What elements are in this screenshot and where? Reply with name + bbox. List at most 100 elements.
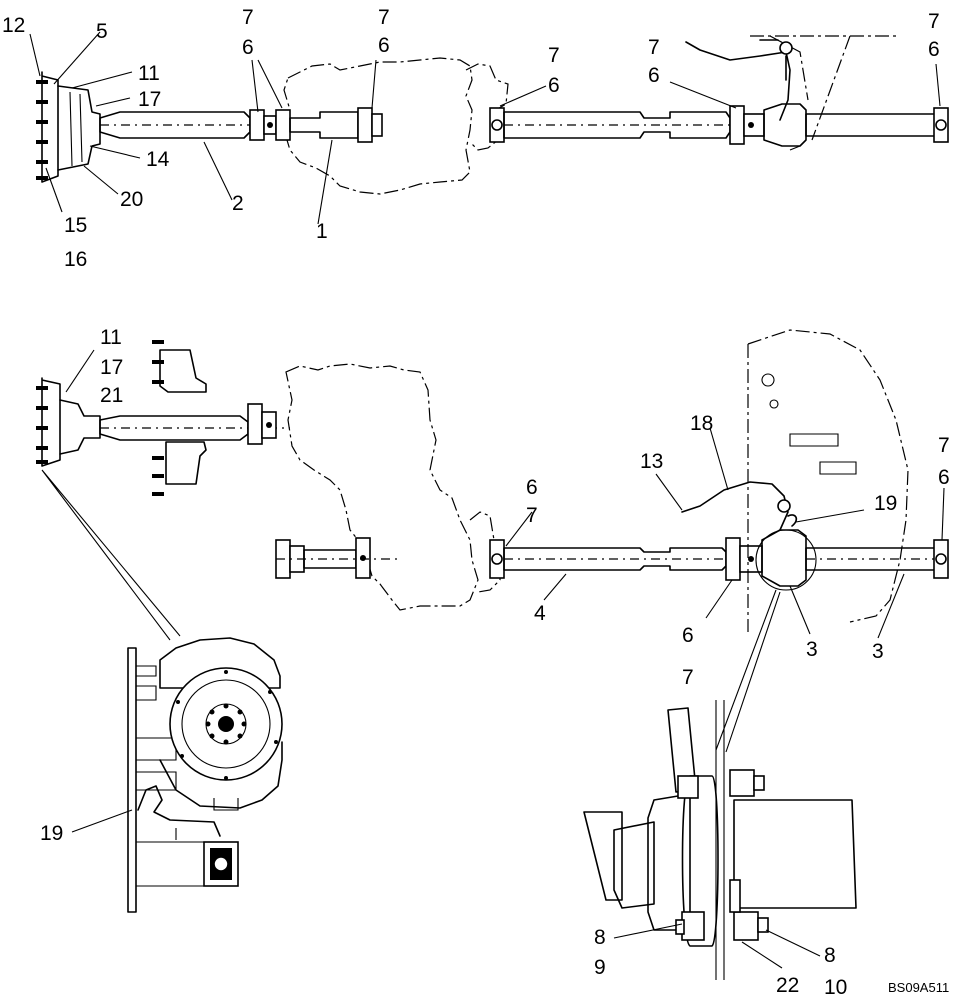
label-7-top-a: 7 <box>242 6 254 29</box>
brake-mount-wedge <box>583 811 623 901</box>
parking-brake-detail-view <box>583 589 857 980</box>
flywheel-bolts-middle <box>36 386 48 464</box>
label-5: 5 <box>96 20 108 43</box>
label-7-middle: 7 <box>526 504 538 527</box>
flywheel-backing-tabs <box>136 665 177 791</box>
label-19-middle: 19 <box>874 492 897 515</box>
label-18: 18 <box>690 412 713 435</box>
label-8-left: 8 <box>594 926 606 949</box>
u-joint-middle-f <box>933 539 949 579</box>
sensor-wire-18 <box>681 481 789 531</box>
label-6-middle: 6 <box>526 476 538 499</box>
label-7-middle-right: 7 <box>938 434 950 457</box>
label-21: 21 <box>100 384 123 407</box>
label-11-top: 11 <box>138 62 160 85</box>
transmission-outline-middle <box>285 363 479 611</box>
mounting-guide-lines <box>136 841 204 887</box>
flywheel-plate-top <box>41 71 59 183</box>
u-joint-top-a <box>249 109 291 141</box>
flywheel-housing-front <box>159 637 281 689</box>
label-6-top-a: 6 <box>242 36 254 59</box>
label-13: 13 <box>640 450 663 473</box>
brake-bolts <box>675 769 769 941</box>
frame-outline-middle <box>747 329 909 632</box>
label-14: 14 <box>146 148 170 171</box>
flywheel-housing-lower <box>159 741 283 809</box>
sensor-bracket-top <box>759 39 787 81</box>
u-joint-middle-e <box>725 537 763 581</box>
speed-sensor-face <box>213 856 229 872</box>
sensor-clip-19 <box>787 514 798 527</box>
label-8-right: 8 <box>824 944 836 967</box>
flywheel-backing-plate <box>127 647 137 913</box>
callout-labels: 12 5 11 17 14 20 15 16 2 7 6 1 7 6 7 6 7… <box>2 6 950 999</box>
label-6-top-c: 6 <box>548 74 560 97</box>
u-joint-middle-c <box>355 537 371 579</box>
bracket-upper <box>159 349 207 393</box>
sensor-connector-middle <box>777 499 791 513</box>
u-joint-top-e <box>933 107 949 143</box>
detail-guide-vertical <box>715 700 725 980</box>
label-6-top-e: 6 <box>928 38 940 61</box>
sensor-connector-top <box>779 41 793 55</box>
label-7-top-e: 7 <box>928 10 940 33</box>
u-joint-middle-a <box>247 403 277 445</box>
label-15: 15 <box>64 214 87 237</box>
label-22: 22 <box>776 974 799 997</box>
label-4: 4 <box>534 602 546 625</box>
detail-callout-circle <box>755 529 817 591</box>
label-6-lower: 6 <box>682 624 694 647</box>
frame-slots <box>789 433 857 475</box>
label-20: 20 <box>120 188 143 211</box>
parking-brake-top <box>763 103 807 147</box>
bracket-upper-bolts <box>152 340 164 384</box>
label-16: 16 <box>64 248 87 271</box>
drawing-code: BS09A511 <box>888 980 949 995</box>
flywheel-housing-lower-tab <box>213 798 239 811</box>
bracket-lower-bolts <box>152 456 164 496</box>
label-17-middle: 17 <box>100 356 123 379</box>
label-7-top-d: 7 <box>648 36 660 59</box>
label-3-b: 3 <box>872 640 884 663</box>
label-12: 12 <box>2 14 25 37</box>
label-7-top-b: 7 <box>378 6 390 29</box>
label-2: 2 <box>232 192 244 215</box>
frame-hole-a <box>761 373 775 387</box>
middle-assembly-view <box>36 329 949 632</box>
parking-brake-middle <box>761 529 807 587</box>
label-11-middle: 11 <box>100 326 122 349</box>
label-3-a: 3 <box>806 638 818 661</box>
frame-hole-b <box>769 399 779 409</box>
detail-lead-lines-right <box>715 589 781 753</box>
label-10: 10 <box>824 976 847 999</box>
flywheel-center <box>218 716 234 732</box>
label-7-lower: 7 <box>682 666 694 689</box>
detail-lead-lines-left <box>41 469 181 641</box>
flywheel-bolts-top <box>36 80 48 180</box>
label-6-top-b: 6 <box>378 34 390 57</box>
label-1: 1 <box>316 220 328 243</box>
flywheel-housing-top <box>57 85 101 171</box>
u-joint-top-d <box>729 105 765 145</box>
frame-outline-top-right <box>750 35 896 151</box>
transmission-outline-top <box>283 57 473 195</box>
u-joint-top-c <box>489 107 505 143</box>
top-assembly-view <box>36 35 949 195</box>
flywheel-detail-top <box>69 91 83 167</box>
label-6-middle-right: 6 <box>938 466 950 489</box>
u-joint-middle-d <box>489 539 505 579</box>
flywheel-detail-view <box>41 469 283 913</box>
flywheel-bolt-circle <box>176 670 278 780</box>
label-7-top-c: 7 <box>548 44 560 67</box>
drive-shaft-top-right <box>805 113 939 137</box>
u-joint-top-b <box>357 107 383 143</box>
brake-flange-disc <box>681 775 719 947</box>
leader-lines <box>29 31 945 969</box>
label-9: 9 <box>594 956 606 979</box>
brake-actuator-cylinder <box>733 799 857 909</box>
sensor-wire-top <box>685 41 791 121</box>
brake-caliper-mount <box>613 821 655 909</box>
flywheel-inner-ring <box>181 679 271 769</box>
bracket-lower <box>165 441 207 485</box>
